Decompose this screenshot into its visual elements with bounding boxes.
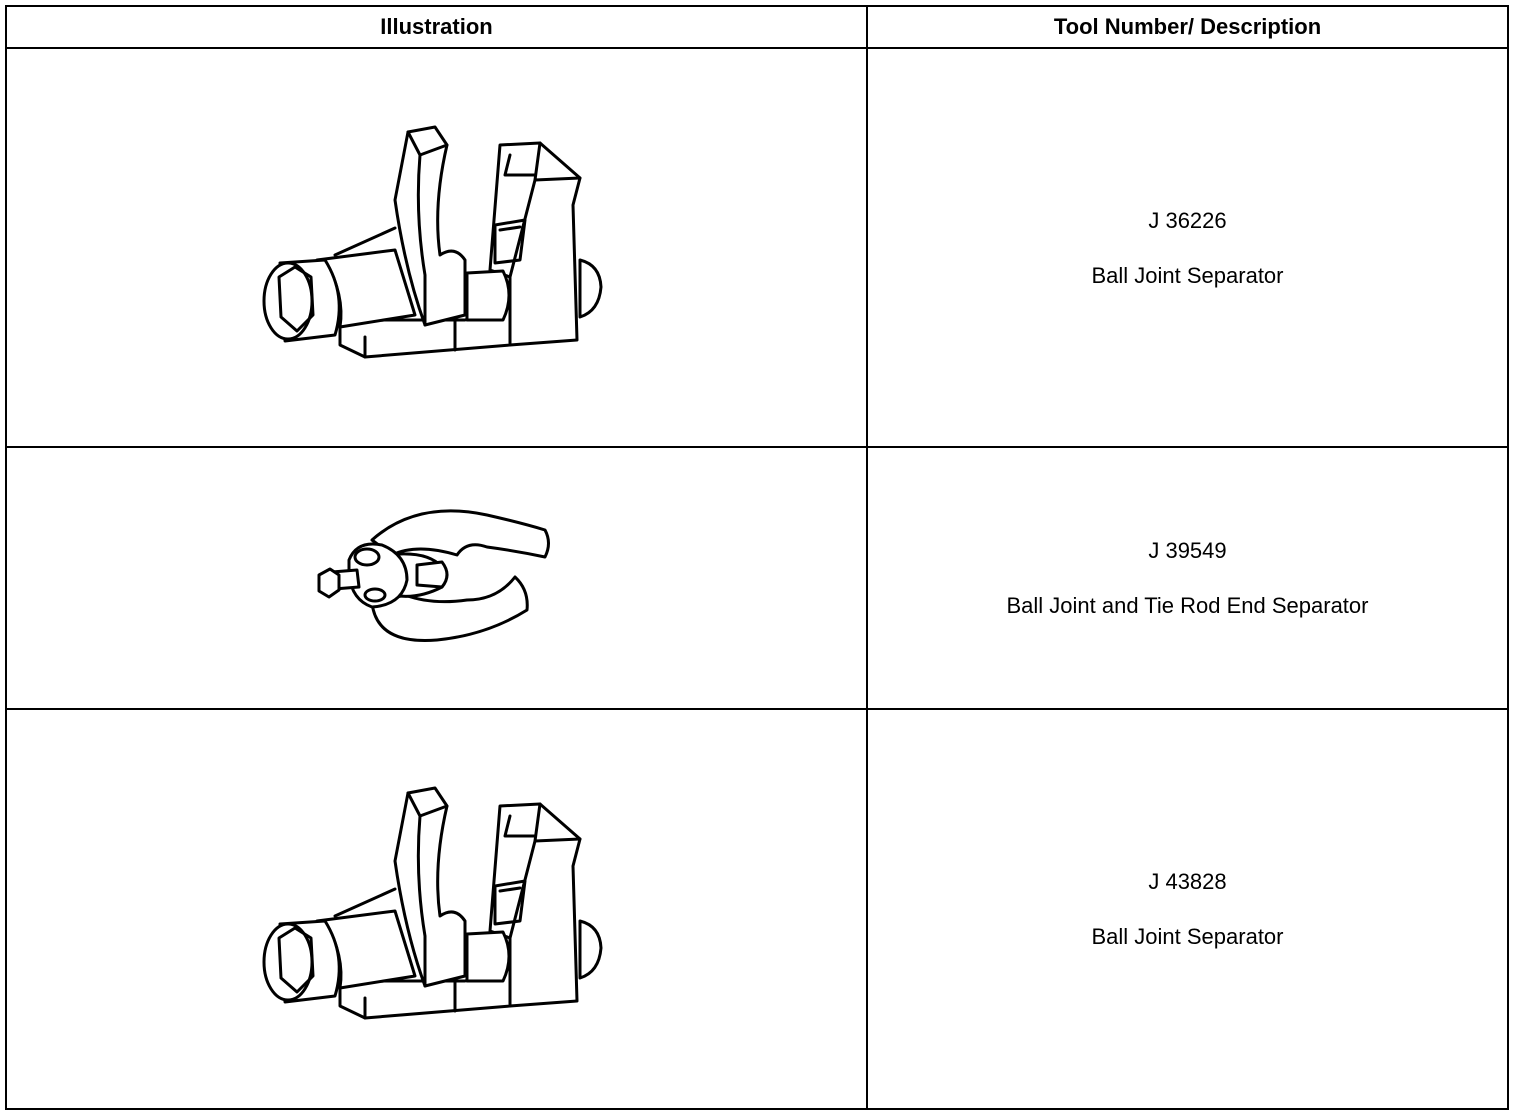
illustration-cell [5,708,868,1110]
table-header-row: Illustration Tool Number/ Description [5,5,1509,49]
tool-number: J 43828 [1148,869,1227,894]
description-cell: J 39549 Ball Joint and Tie Rod End Separ… [866,446,1509,710]
description-cell: J 36226 Ball Joint Separator [866,47,1509,448]
ball-joint-separator-icon [262,786,602,1020]
ball-joint-separator-icon [262,125,602,358]
description-cell: J 43828 Ball Joint Separator [866,708,1509,1110]
illustration-cell [5,446,868,710]
header-illustration: Illustration [5,5,868,49]
tool-description: Ball Joint and Tie Rod End Separator [1006,593,1369,618]
table-row: J 43828 Ball Joint Separator [5,708,1509,1110]
table-row: J 39549 Ball Joint and Tie Rod End Separ… [5,446,1509,710]
tool-description: Ball Joint Separator [1091,262,1284,288]
tie-rod-end-separator-icon [317,509,550,643]
table-row: J 36226 Ball Joint Separator [5,47,1509,448]
special-tools-table: Illustration Tool Number/ Description [5,5,1509,1110]
tool-number: J 39549 [1148,538,1227,563]
tool-description: Ball Joint Separator [1091,924,1284,949]
header-tool-number-description: Tool Number/ Description [866,5,1509,49]
illustration-cell [5,47,868,448]
tool-number: J 36226 [1148,207,1227,233]
